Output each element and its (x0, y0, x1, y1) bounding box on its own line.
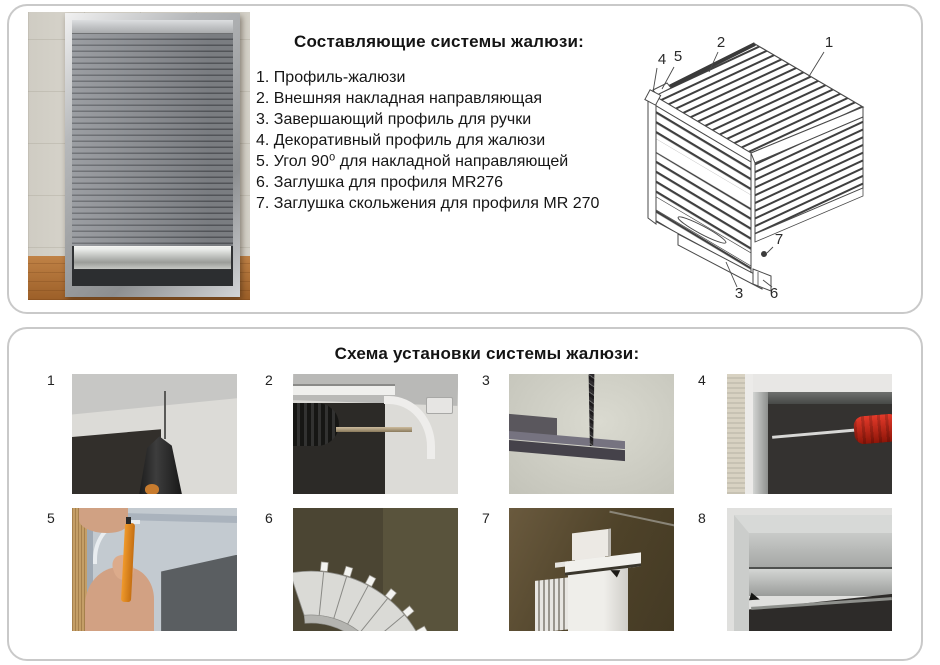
cabinet-handle-bar (74, 246, 231, 269)
components-list-item: 3. Завершающий профиль для ручки (256, 111, 532, 128)
leader-4 (652, 67, 658, 93)
step-number: 5 (47, 510, 55, 526)
leader-2 (708, 51, 719, 73)
frame-valance (748, 533, 892, 570)
callout-6: 6 (770, 285, 778, 302)
frame-sill (768, 392, 892, 404)
top-rail (293, 383, 396, 396)
product-photo (28, 12, 250, 300)
screwdriver-handle (852, 412, 892, 445)
step-photo-screwdriver-frame (727, 374, 892, 494)
diagram-left-rail (647, 97, 657, 225)
frame-edge (86, 508, 94, 631)
diagram-handle (677, 216, 727, 244)
parts-diagram: 1 2 4 5 7 3 6 (644, 34, 865, 302)
step-photo-slat-fan (293, 508, 458, 631)
slat-dividers (318, 571, 405, 631)
components-list-item: 2. Внешняя накладная направляющая (256, 90, 543, 107)
step-number: 6 (265, 510, 273, 526)
callout-2: 2 (717, 34, 725, 51)
textured-wall-strip (727, 374, 746, 494)
components-list-item: 6. Заглушка для профиля MR276 (256, 174, 504, 191)
leader-1 (807, 51, 825, 79)
callout-3: 3 (735, 285, 743, 302)
components-panel: Составляющие системы жалюзи: 1. Профиль-… (7, 4, 923, 314)
cabinet-roller-slats (72, 34, 233, 246)
components-list-item: 4. Декоративный профиль для жалюзи (256, 132, 546, 149)
cabinet-inner (72, 20, 233, 286)
mitred-frame (733, 515, 892, 631)
drill-torque-ring (144, 484, 160, 494)
callout-7: 7 (775, 231, 783, 248)
step-number: 4 (698, 372, 706, 388)
guide-clamp-block (426, 396, 454, 415)
hand-fingers (78, 508, 129, 533)
leader-5 (661, 66, 675, 90)
callout-5: 5 (674, 48, 682, 65)
step-number: 3 (482, 372, 490, 388)
step-number: 8 (698, 510, 706, 526)
profile-body (568, 567, 628, 631)
components-list-item: 7. Заглушка скольжения для профиля MR 27… (256, 195, 600, 212)
driver-bit (335, 426, 412, 433)
cabinet-frame (65, 13, 240, 297)
drill-bit (588, 374, 595, 446)
slide-clips (319, 561, 429, 631)
pen-tip (125, 516, 131, 524)
callout-4: 4 (658, 51, 666, 68)
callout-1: 1 (825, 34, 833, 51)
components-list: 1. Профиль-жалюзи 2. Внешняя накладная н… (256, 67, 616, 214)
drill-bit (164, 390, 167, 439)
drill-chuck (293, 402, 340, 446)
diagram-slide-plug (761, 251, 767, 257)
leader-6 (762, 279, 773, 288)
step-photo-fix-corner-guide (293, 374, 458, 494)
components-list-item: 1. Профиль-жалюзи (256, 69, 406, 86)
diagram-bottom-profile (677, 233, 763, 290)
wall-gap (745, 374, 754, 494)
cabinet-ceiling (72, 374, 237, 415)
installation-title: Схема установки системы жалюзи: (334, 344, 640, 363)
step-photo-drill-profile (509, 374, 674, 494)
step-photo-end-plug (509, 508, 674, 631)
leader-7 (766, 246, 774, 254)
step-photo-marking (72, 508, 237, 631)
step-number: 7 (482, 510, 490, 526)
top-slat (748, 569, 892, 596)
leader-3 (725, 261, 738, 288)
cabinet-bottom-gap (72, 270, 233, 286)
step-number: 2 (265, 372, 273, 388)
chipboard-edge (72, 508, 87, 631)
step-number: 1 (47, 372, 55, 388)
cabinet-top-valance (72, 20, 233, 34)
components-title: Составляющие системы жалюзи: (293, 32, 585, 51)
plug-fin (571, 528, 611, 561)
slat-fan-inner-band (303, 614, 359, 631)
slat-fan-graphic (293, 508, 458, 631)
step-photo-assembled-corner (727, 508, 892, 631)
diagram-corner-block (644, 89, 662, 106)
diagram-end-cap (752, 268, 772, 292)
step-photo-drill-top-corner (72, 374, 237, 494)
cabinet-top-band (753, 374, 892, 392)
frame-upright (753, 392, 769, 494)
components-list-item: 5. Угол 90⁰ для накладной направляющей (256, 153, 569, 170)
installation-panel: Схема установки системы жалюзи: 1 2 3 4 … (7, 327, 923, 661)
profile-ribs (535, 577, 572, 631)
